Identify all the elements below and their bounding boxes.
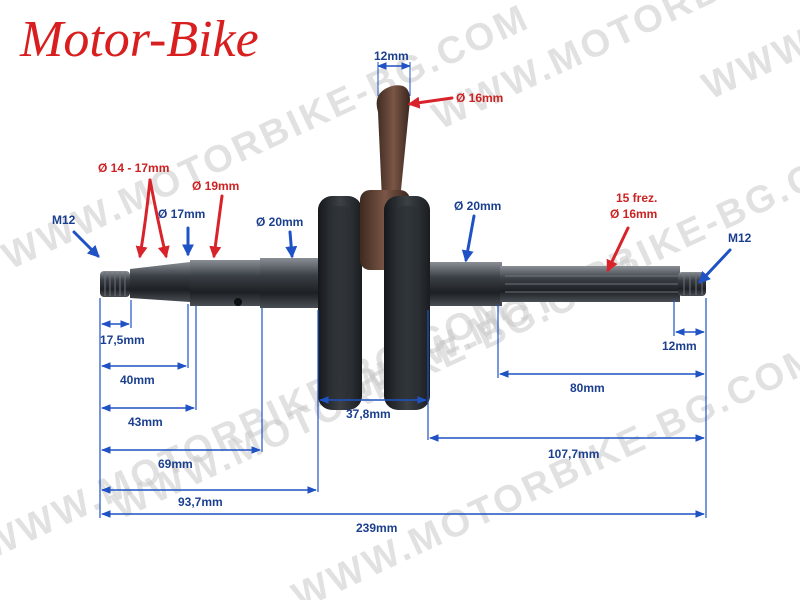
- dim-label-239: 239mm: [356, 521, 397, 535]
- label-d17: Ø 17mm: [158, 207, 205, 221]
- label-splines-line2: Ø 16mm: [610, 207, 657, 221]
- dimension-lines: [101, 62, 705, 518]
- label-rod-width: 12mm: [374, 49, 409, 63]
- dimension-labels: 17,5mm 40mm 43mm 69mm 93,7mm 239mm 37,8m…: [100, 333, 697, 535]
- oil-hole: [234, 298, 242, 306]
- arrow-d19: [209, 194, 224, 259]
- right-bearing-seat: [430, 262, 502, 306]
- dim-label-43: 43mm: [128, 415, 163, 429]
- dim-label-93-7: 93,7mm: [178, 495, 223, 509]
- dim-label-107-7: 107,7mm: [548, 447, 599, 461]
- arrow-d14-b: [148, 178, 170, 259]
- crankshaft: [100, 85, 706, 410]
- left-taper: [130, 262, 190, 302]
- dim-label-69: 69mm: [158, 457, 193, 471]
- arrow-m12-right: [698, 248, 732, 284]
- arrow-splines: [606, 226, 630, 273]
- label-d19: Ø 19mm: [192, 179, 239, 193]
- label-m12-left: M12: [52, 213, 76, 227]
- label-m12-right: M12: [728, 231, 752, 245]
- watermark-text: WWW.MOTORBIKE-BG.COM: [696, 0, 800, 108]
- dim-label-40: 40mm: [120, 373, 155, 387]
- spline-lines: [505, 275, 678, 293]
- callout-labels: M12 Ø 14 - 17mm Ø 19mm Ø 17mm Ø 20mm Ø 2…: [52, 49, 752, 245]
- callout-arrows: [72, 96, 732, 284]
- arrow-d20-left: [285, 230, 298, 259]
- label-d20-right: Ø 20mm: [454, 199, 501, 213]
- label-d20-left: Ø 20mm: [256, 215, 303, 229]
- label-d14-17: Ø 14 - 17mm: [98, 161, 169, 175]
- brand-logo: Motor-Bike: [20, 11, 259, 68]
- arrow-d14-a: [135, 178, 152, 259]
- left-journal: [190, 260, 260, 306]
- arrow-rod-pin: [407, 96, 454, 109]
- arrow-d20-right: [461, 214, 476, 263]
- dim-label-17-5: 17,5mm: [100, 333, 145, 347]
- left-bearing-seat: [260, 258, 322, 308]
- thread-lines: [104, 272, 126, 296]
- dim-label-12: 12mm: [662, 339, 697, 353]
- dim-label-37-8: 37,8mm: [346, 407, 391, 421]
- connecting-rod: [376, 85, 410, 200]
- extension-lines: [99, 298, 707, 518]
- label-splines-line1: 15 frez.: [616, 191, 657, 205]
- arrow-m12-left: [72, 230, 100, 258]
- dim-label-80: 80mm: [570, 381, 605, 395]
- label-rod-pin: Ø 16mm: [456, 91, 503, 105]
